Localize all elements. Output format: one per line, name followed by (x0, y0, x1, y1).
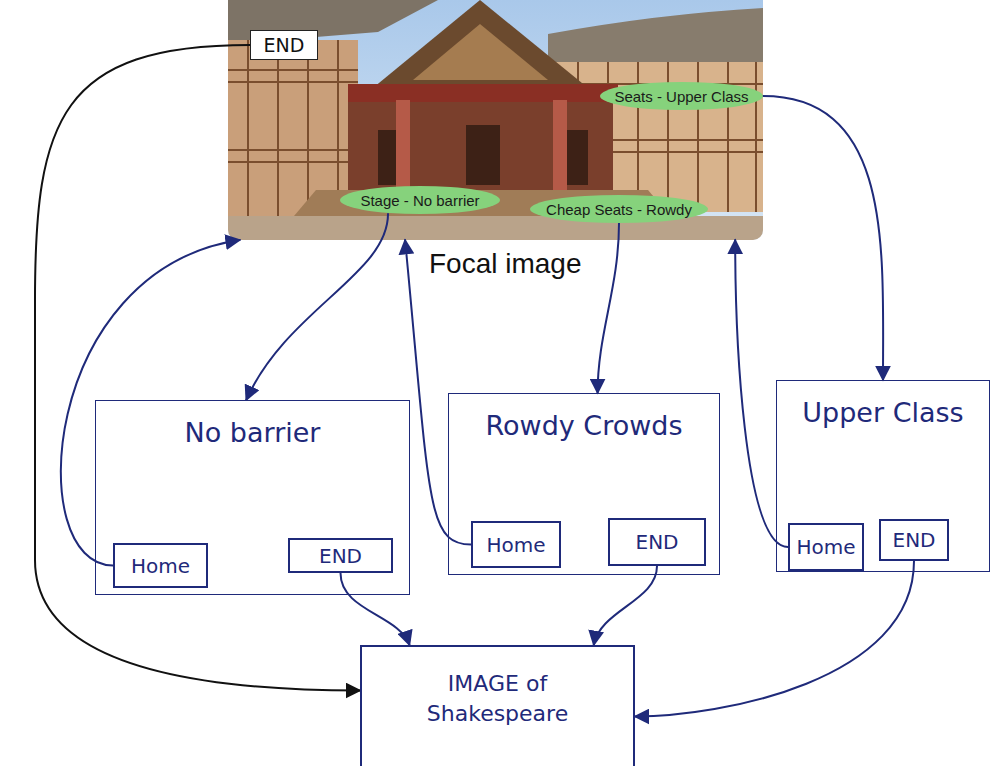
slide-box: No barrierHome END (95, 400, 410, 595)
node-label: Home (131, 554, 190, 578)
end-button: END (608, 518, 706, 566)
node-label: Rowdy Crowds (485, 410, 682, 441)
navigation-arrow (735, 240, 788, 547)
node-label: Cheap Seats - Rowdy (546, 201, 692, 218)
end-button: END (250, 30, 318, 60)
hotspot-oval: Stage - No barrier (340, 186, 500, 214)
image-caption: Focal image (429, 248, 582, 280)
node-label: END (319, 544, 362, 568)
end-slide-box: IMAGE of Shakespeare (360, 645, 635, 766)
hotspot-oval: Seats - Upper Class (600, 82, 763, 110)
slide-box: Rowdy CrowdsHome END (448, 393, 720, 575)
node-label: Seats - Upper Class (614, 88, 748, 105)
navigation-arrow (594, 566, 657, 645)
end-button: END (288, 538, 393, 573)
navigation-arrow (635, 561, 914, 717)
node-label: No barrier (185, 417, 321, 448)
navigation-arrow (35, 45, 360, 691)
node-label: IMAGE of Shakespeare (398, 669, 598, 728)
node-label: END (636, 530, 679, 554)
home-button: Home (113, 543, 208, 588)
node-label: END (893, 528, 936, 552)
node-label: END (264, 34, 305, 56)
node-label: Home (796, 535, 855, 559)
end-button: END (879, 519, 949, 561)
slide-box: Upper ClassHome END (776, 380, 990, 572)
navigation-arrow (61, 240, 240, 566)
home-button: Home (471, 521, 561, 568)
hotspot-oval: Cheap Seats - Rowdy (530, 195, 708, 223)
node-label: Home (486, 533, 545, 557)
navigation-arrow (341, 573, 410, 645)
node-label: Stage - No barrier (360, 192, 479, 209)
navigation-arrow (763, 96, 883, 380)
focal-image: Focal imageENDSeats - Upper ClassStage -… (228, 0, 763, 240)
node-label: Upper Class (802, 397, 963, 428)
home-button: Home (788, 523, 864, 571)
navigation-arrow (246, 214, 388, 400)
navigation-arrow (598, 223, 619, 393)
